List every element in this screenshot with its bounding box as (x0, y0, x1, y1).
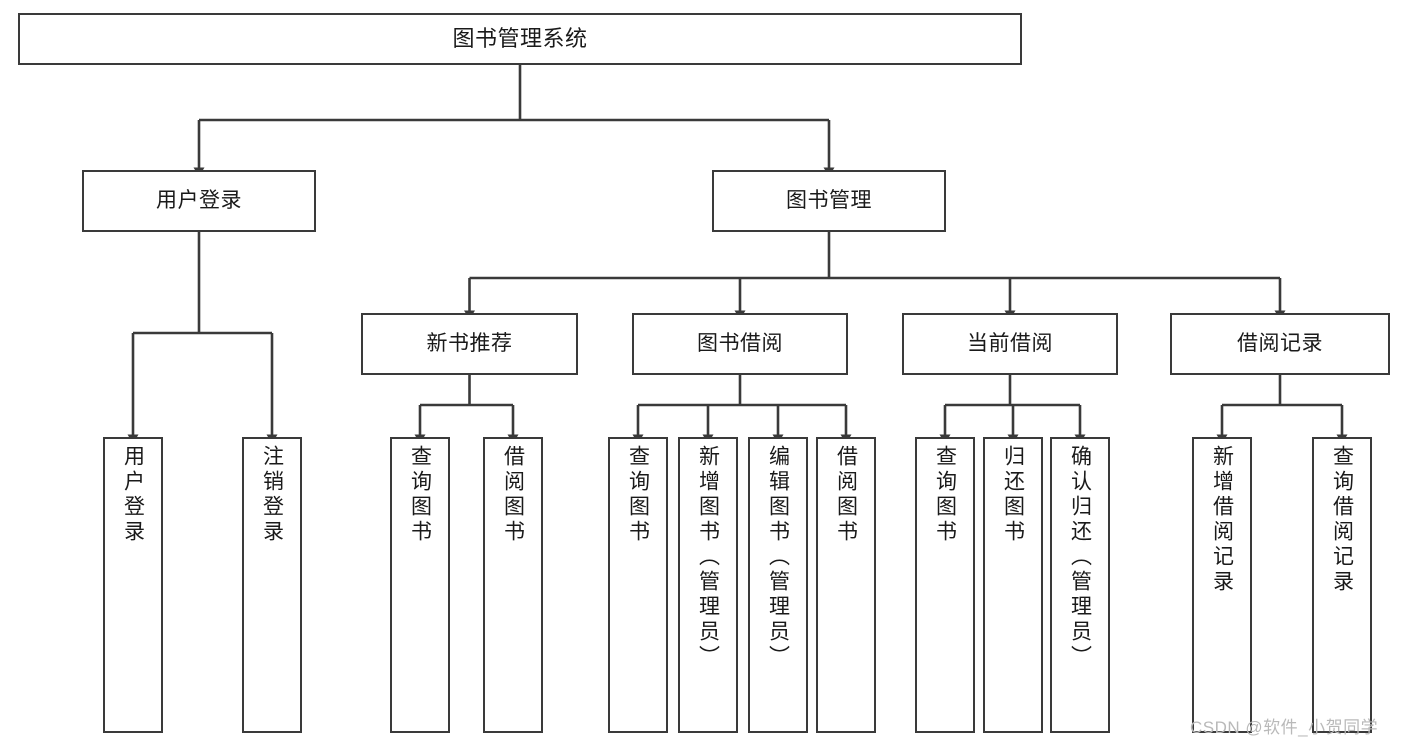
node-label: 图书借阅 (697, 332, 783, 356)
node-leaf-rec-borrow-book[interactable]: 借阅图书 (483, 437, 543, 733)
node-leaf-rec-query-book[interactable]: 查询图书 (390, 437, 450, 733)
node-leaf-borrow-edit-book[interactable]: 编辑图书（管理员） (748, 437, 808, 733)
node-leaf-cur-return-book[interactable]: 归还图书 (983, 437, 1043, 733)
node-label: 编辑图书（管理员） (766, 445, 790, 670)
node-leaf-rec-add-record[interactable]: 新增借阅记录 (1192, 437, 1252, 733)
node-label: 查询借阅记录 (1330, 445, 1354, 595)
node-label: 借阅图书 (501, 445, 525, 545)
node-label: 图书管理 (786, 189, 872, 213)
node-label: 借阅图书 (834, 445, 858, 545)
node-label: 用户登录 (121, 445, 145, 545)
node-label: 新增图书（管理员） (696, 445, 720, 670)
node-label: 查询图书 (408, 445, 432, 545)
csdn-watermark: CSDN @软件_小贺同学 (1190, 718, 1379, 737)
node-root-system[interactable]: 图书管理系统 (18, 13, 1022, 65)
node-label: 归还图书 (1001, 445, 1025, 545)
node-label: 注销登录 (260, 445, 284, 545)
node-label: 用户登录 (156, 189, 242, 213)
node-label: 查询图书 (626, 445, 650, 545)
node-book-borrow[interactable]: 图书借阅 (632, 313, 848, 375)
node-label: 查询图书 (933, 445, 957, 545)
node-book-manage[interactable]: 图书管理 (712, 170, 946, 232)
node-label: 新增借阅记录 (1210, 445, 1234, 595)
node-leaf-borrow-borrow-book[interactable]: 借阅图书 (816, 437, 876, 733)
node-leaf-borrow-query-book[interactable]: 查询图书 (608, 437, 668, 733)
node-user-login[interactable]: 用户登录 (82, 170, 316, 232)
node-leaf-cur-confirm-return[interactable]: 确认归还（管理员） (1050, 437, 1110, 733)
node-current-borrow[interactable]: 当前借阅 (902, 313, 1118, 375)
node-label: 借阅记录 (1237, 332, 1323, 356)
node-label: 当前借阅 (967, 332, 1053, 356)
node-leaf-rec-query-record[interactable]: 查询借阅记录 (1312, 437, 1372, 733)
node-leaf-user-logout[interactable]: 注销登录 (242, 437, 302, 733)
node-label: 确认归还（管理员） (1068, 445, 1092, 670)
node-label: 图书管理系统 (452, 25, 588, 51)
node-borrow-record[interactable]: 借阅记录 (1170, 313, 1390, 375)
node-new-book-rec[interactable]: 新书推荐 (361, 313, 578, 375)
node-leaf-borrow-add-book[interactable]: 新增图书（管理员） (678, 437, 738, 733)
node-leaf-cur-query-book[interactable]: 查询图书 (915, 437, 975, 733)
node-leaf-user-login[interactable]: 用户登录 (103, 437, 163, 733)
node-label: 新书推荐 (426, 332, 513, 356)
